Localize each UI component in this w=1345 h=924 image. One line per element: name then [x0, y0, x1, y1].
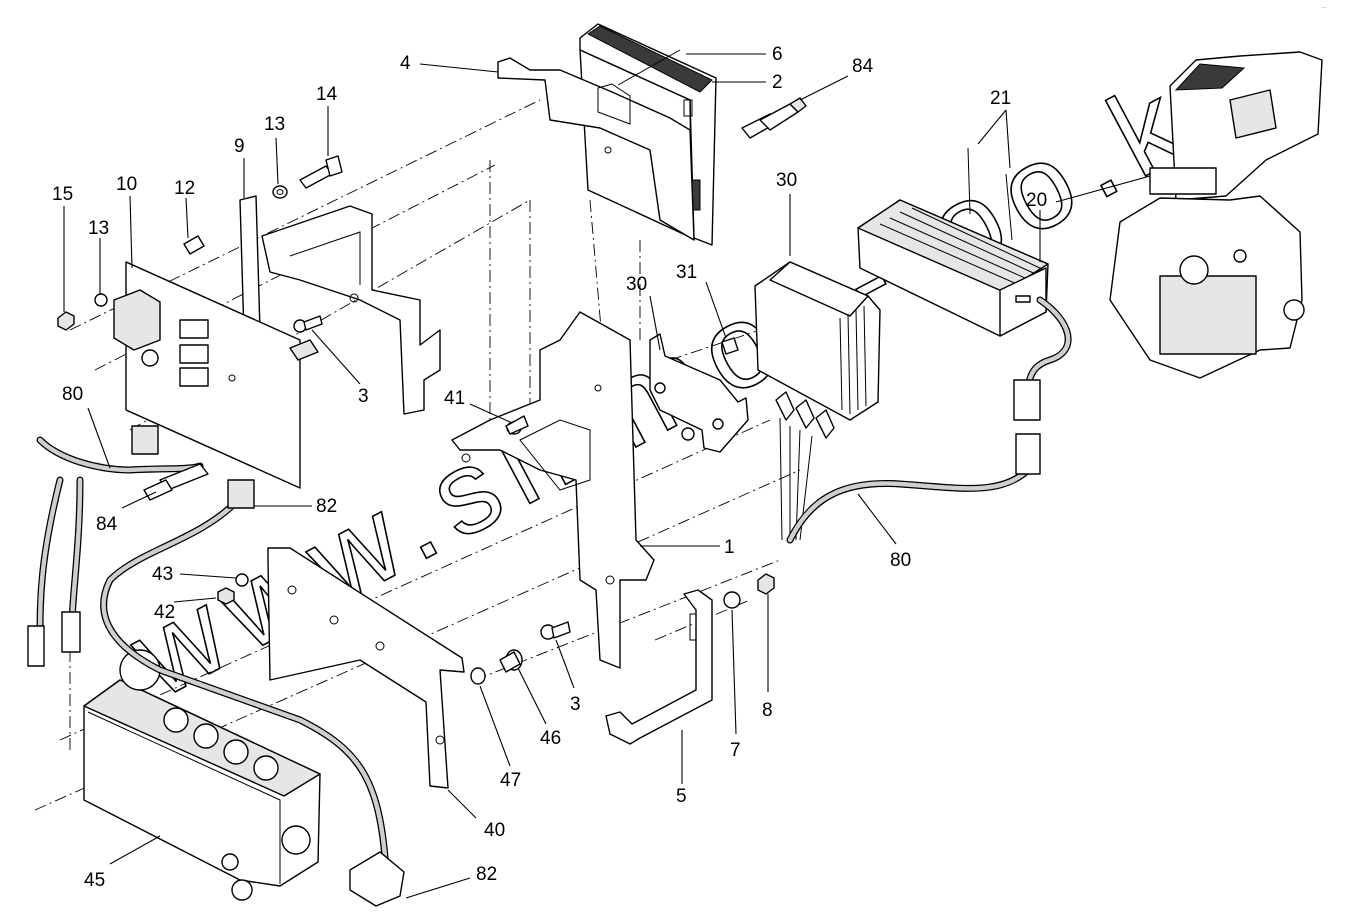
callout-4: 4: [400, 53, 411, 74]
callout-80-right: 80: [890, 550, 911, 571]
screw-3-bottom: [540, 621, 571, 640]
callout-13-top: 13: [264, 114, 285, 135]
callout-15: 15: [52, 184, 73, 205]
callout-82-bottom: 82: [476, 864, 497, 885]
callout-45: 45: [84, 870, 105, 891]
bolt-14: [299, 155, 343, 189]
nut-42: [217, 587, 235, 605]
bracket-1: [451, 311, 655, 669]
bracket-6: [605, 589, 713, 745]
callout-6: 5: [676, 786, 687, 807]
callout-3-bottom: 3: [570, 694, 581, 715]
callout-14: 14: [316, 84, 338, 105]
bracket-4: [497, 57, 695, 241]
callout-2: 2: [772, 72, 783, 93]
callout-9: 9: [234, 136, 245, 157]
power-unit-20: [857, 199, 1049, 337]
callout-42: 42: [154, 602, 175, 623]
corner-mark: ...: [1322, 4, 1326, 10]
assembly-20: [1109, 51, 1323, 379]
lockwasher-43: [235, 573, 249, 587]
callout-46: 46: [540, 728, 561, 749]
callout-47: 47: [500, 770, 521, 791]
leader-lines: [63, 53, 1151, 899]
connectors: [27, 379, 1041, 907]
callout-5: 6: [772, 44, 783, 65]
callout-82-top: 82: [316, 496, 337, 517]
callout-41: 41: [444, 388, 465, 409]
junction-box-45: [83, 649, 321, 901]
screw-46: [499, 649, 523, 673]
nut-15: [57, 311, 75, 331]
callout-21: 21: [990, 88, 1011, 109]
callout-10: 10: [116, 174, 137, 195]
washer-13-top: [272, 185, 288, 199]
bracket-40: [267, 547, 465, 789]
callout-7: 7: [730, 740, 741, 761]
transformer-30: [754, 261, 881, 541]
spacer-12: [183, 235, 205, 255]
cables: [36, 296, 1072, 874]
usb-cable-84-top: [741, 97, 807, 139]
screw-3-top: [293, 315, 323, 333]
callout-80-left: 80: [62, 384, 83, 405]
callout-12: 12: [174, 178, 195, 199]
screw-41: [505, 415, 529, 435]
washer-7: [723, 591, 741, 609]
callouts: 4 6 2 84 21 30 20 14 13 9 10 12 15 13 30…: [52, 44, 1047, 891]
callout-84-left: 84: [96, 514, 118, 535]
callout-3-top: 3: [358, 386, 369, 407]
circuit-board-10: [113, 261, 319, 489]
screws-21: [967, 147, 1013, 241]
callout-8: 8: [762, 700, 773, 721]
screw-5: [617, 49, 681, 86]
washer-13-left: [94, 293, 108, 307]
callout-30-bracket: 30: [626, 274, 647, 295]
callout-13-left: 13: [88, 218, 109, 239]
screw-31: [721, 337, 739, 355]
bracket-9: [239, 195, 441, 415]
callout-20: 20: [1026, 190, 1047, 211]
callout-31: 31: [676, 262, 697, 283]
callout-84-top: 84: [852, 56, 874, 77]
callout-1: 1: [724, 537, 735, 558]
nut-8: [757, 573, 775, 595]
washer-47: [470, 667, 486, 685]
callout-30-transformer: 30: [776, 170, 797, 191]
callout-43: 43: [152, 564, 173, 585]
callout-40: 40: [484, 820, 505, 841]
bracket-30-small: [649, 333, 749, 453]
